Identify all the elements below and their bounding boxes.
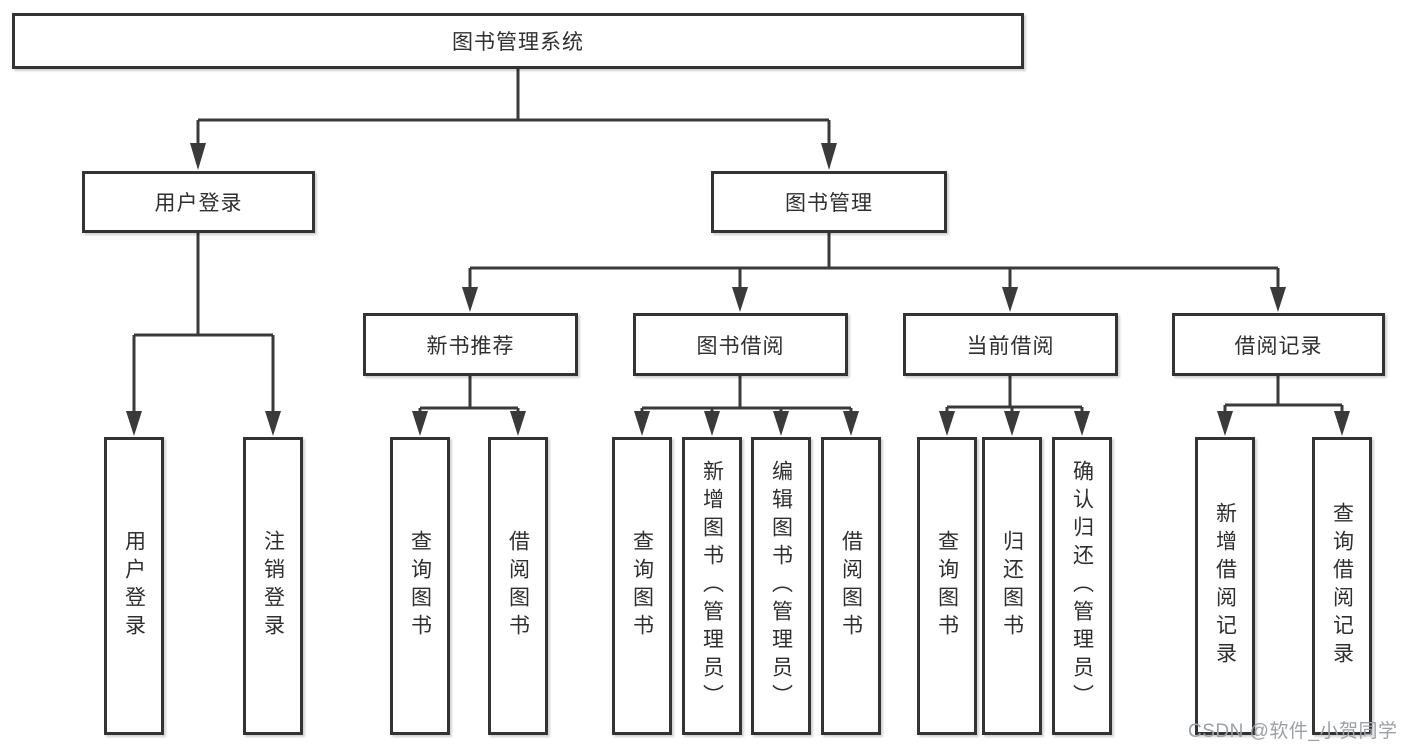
leaf-query-books-borrowing: 查询图书: [612, 437, 672, 735]
leaf-logout-label: 注销登录: [261, 530, 285, 642]
connector-current-to-leaves: [939, 376, 1090, 436]
leaf-query-books-current-label: 查询图书: [935, 530, 959, 642]
node-current-borrowing: 当前借阅: [903, 313, 1118, 376]
node-library-system-label: 图书管理系统: [452, 31, 584, 54]
leaf-logout: 注销登录: [243, 437, 303, 735]
csdn-watermark: CSDN @软件_小贺同学: [1188, 721, 1398, 742]
leaf-query-books-borrowing-label: 查询图书: [630, 530, 654, 642]
leaf-user-login: 用户登录: [104, 437, 164, 735]
node-new-book-recommendation: 新书推荐: [363, 313, 578, 376]
leaf-add-book-admin-label: 新增图书（管理员）: [700, 460, 724, 712]
leaf-query-books-current: 查询图书: [917, 437, 977, 735]
connector-userlogin-to-leaves: [126, 233, 281, 436]
node-library-system: 图书管理系统: [12, 13, 1024, 69]
node-borrowing-records: 借阅记录: [1172, 313, 1385, 376]
leaf-query-borrow-record: 查询借阅记录: [1312, 437, 1372, 735]
node-new-book-recommendation-label: 新书推荐: [426, 334, 515, 358]
node-book-management: 图书管理: [711, 171, 947, 233]
node-user-login-label: 用户登录: [154, 192, 243, 215]
leaf-query-borrow-record-label: 查询借阅记录: [1330, 502, 1354, 670]
leaf-return-book-label: 归还图书: [1000, 530, 1024, 642]
node-user-login: 用户登录: [82, 171, 315, 233]
node-current-borrowing-label: 当前借阅: [966, 334, 1055, 358]
leaf-confirm-return-admin-label: 确认归还（管理员）: [1070, 460, 1094, 712]
leaf-confirm-return-admin: 确认归还（管理员）: [1052, 437, 1112, 735]
leaf-add-borrow-record: 新增借阅记录: [1195, 437, 1255, 735]
leaf-borrow-book: 借阅图书: [821, 437, 881, 735]
leaf-user-login-label: 用户登录: [122, 530, 146, 642]
node-book-management-label: 图书管理: [785, 192, 873, 215]
leaf-add-book-admin: 新增图书（管理员）: [682, 437, 742, 735]
node-borrowing-records-label: 借阅记录: [1234, 334, 1323, 358]
connector-root-to-level2: [190, 69, 837, 170]
leaf-add-borrow-record-label: 新增借阅记录: [1213, 502, 1237, 670]
leaf-return-book: 归还图书: [982, 437, 1042, 735]
leaf-borrow-book-recommend-label: 借阅图书: [506, 530, 530, 642]
leaf-query-books-recommend-label: 查询图书: [408, 530, 432, 642]
connector-recommend-to-leaves: [412, 376, 526, 436]
leaf-query-books-recommend: 查询图书: [390, 437, 450, 735]
connector-borrowing-to-leaves: [634, 376, 859, 436]
connector-management-to-level3: [462, 233, 1286, 312]
leaf-borrow-book-recommend: 借阅图书: [488, 437, 548, 735]
connector-records-to-leaves: [1217, 376, 1350, 436]
node-book-borrowing: 图书借阅: [633, 313, 848, 376]
leaf-edit-book-admin: 编辑图书（管理员）: [751, 437, 811, 735]
leaf-edit-book-admin-label: 编辑图书（管理员）: [769, 460, 793, 712]
leaf-borrow-book-label: 借阅图书: [839, 530, 863, 642]
node-book-borrowing-label: 图书借阅: [696, 334, 785, 358]
